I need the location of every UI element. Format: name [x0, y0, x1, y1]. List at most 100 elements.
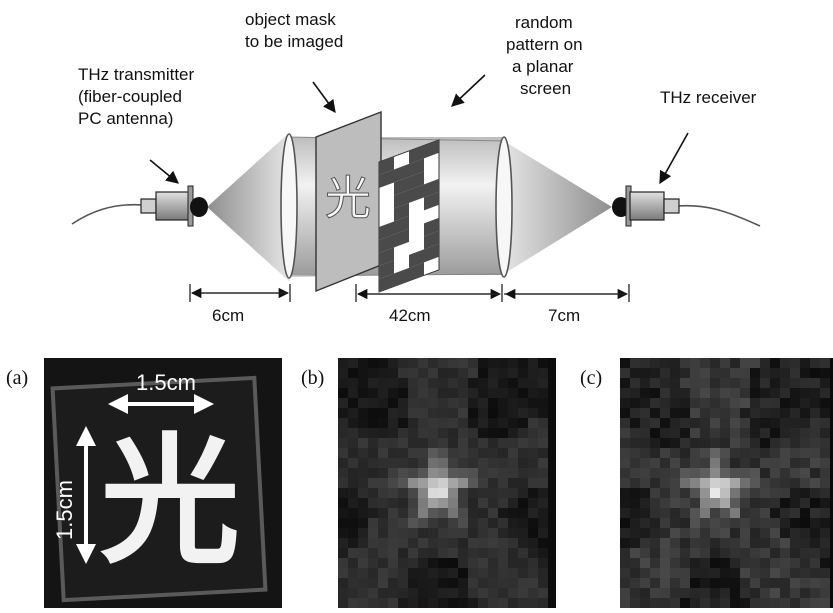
recon-pixel [438, 448, 448, 458]
recon-pixel [680, 358, 690, 368]
recon-pixel [418, 458, 428, 468]
recon-pixel [428, 468, 438, 478]
recon-pixel [810, 358, 820, 368]
recon-pixel [670, 468, 680, 478]
recon-pixel [790, 588, 800, 598]
recon-pixel [680, 508, 690, 518]
receiver-label: THz receiver [660, 88, 757, 107]
recon-pixel [620, 528, 630, 538]
recon-pixel [810, 508, 820, 518]
recon-pixel [640, 578, 650, 588]
recon-pixel [448, 378, 458, 388]
recon-pixel [740, 428, 750, 438]
recon-pixel [398, 538, 408, 548]
recon-pixel [730, 398, 740, 408]
recon-pixel [750, 378, 760, 388]
recon-pixel [720, 398, 730, 408]
recon-pixel [408, 458, 418, 468]
recon-pixel [780, 408, 790, 418]
recon-pixel [438, 438, 448, 448]
recon-pixel [770, 398, 780, 408]
recon-pixel [680, 398, 690, 408]
pattern-cell [379, 156, 394, 175]
recon-pixel [690, 398, 700, 408]
recon-pixel [710, 458, 720, 468]
recon-pixel [398, 438, 408, 448]
recon-pixel [660, 558, 670, 568]
recon-pixel [690, 518, 700, 528]
recon-pixel [750, 458, 760, 468]
recon-pixel [690, 468, 700, 478]
recon-pixel [408, 448, 418, 458]
recon-pixel [640, 548, 650, 558]
recon-pixel [790, 568, 800, 578]
recon-pixel [770, 518, 780, 528]
recon-pixel [428, 548, 438, 558]
recon-pixel [720, 528, 730, 538]
recon-pixel [780, 368, 790, 378]
recon-pixel [790, 368, 800, 378]
recon-pixel [710, 528, 720, 538]
pattern-cell [379, 221, 394, 240]
recon-pixel [478, 388, 488, 398]
recon-pixel [448, 518, 458, 528]
recon-pixel [448, 578, 458, 588]
pattern-label-line-4: screen [520, 79, 571, 98]
recon-pixel [358, 528, 368, 538]
recon-pixel [800, 508, 810, 518]
recon-pixel [458, 578, 468, 588]
recon-pixel [730, 418, 740, 428]
recon-pixel [820, 418, 830, 428]
recon-pixel [630, 478, 640, 488]
recon-pixel [750, 598, 760, 608]
recon-pixel [740, 558, 750, 568]
recon-pixel [630, 368, 640, 378]
dimension-7cm: 7cm [504, 284, 630, 325]
recon-pixel [458, 568, 468, 578]
recon-pixel [378, 468, 388, 478]
recon-pixel [508, 508, 518, 518]
recon-pixel [438, 498, 448, 508]
recon-pixel [388, 518, 398, 528]
recon-pixel [790, 538, 800, 548]
recon-pixel [528, 528, 538, 538]
recon-pixel [720, 508, 730, 518]
recon-pixel [508, 488, 518, 498]
recon-pixel [398, 418, 408, 428]
recon-pixel [368, 378, 378, 388]
recon-pixel [358, 398, 368, 408]
recon-pixel [428, 378, 438, 388]
recon-pixel [528, 588, 538, 598]
recon-pixel [630, 438, 640, 448]
recon-pixel [518, 498, 528, 508]
recon-pixel [690, 548, 700, 558]
recon-pixel [780, 358, 790, 368]
panel-a-image: 光 1.5cm 1.5cm [44, 358, 282, 608]
recon-pixel [348, 538, 358, 548]
recon-pixel [690, 528, 700, 538]
recon-pixel [408, 508, 418, 518]
recon-pixel [338, 498, 348, 508]
recon-pixel [630, 578, 640, 588]
recon-pixel [820, 488, 830, 498]
pattern-cell [409, 171, 424, 190]
recon-pixel [368, 448, 378, 458]
panel-a-character: 光 [100, 423, 240, 580]
recon-pixel [368, 528, 378, 538]
recon-pixel [348, 598, 358, 608]
recon-pixel [810, 578, 820, 588]
recon-pixel [750, 538, 760, 548]
recon-pixel [760, 588, 770, 598]
recon-pixel [468, 458, 478, 468]
recon-pixel [368, 588, 378, 598]
recon-pixel [508, 358, 518, 368]
recon-pixel [398, 478, 408, 488]
recon-pixel [680, 488, 690, 498]
recon-pixel [538, 458, 548, 468]
recon-pixel [730, 478, 740, 488]
recon-pixel [528, 428, 538, 438]
recon-pixel [428, 478, 438, 488]
recon-pixel [388, 558, 398, 568]
recon-pixel [800, 568, 810, 578]
recon-pixel [650, 498, 660, 508]
